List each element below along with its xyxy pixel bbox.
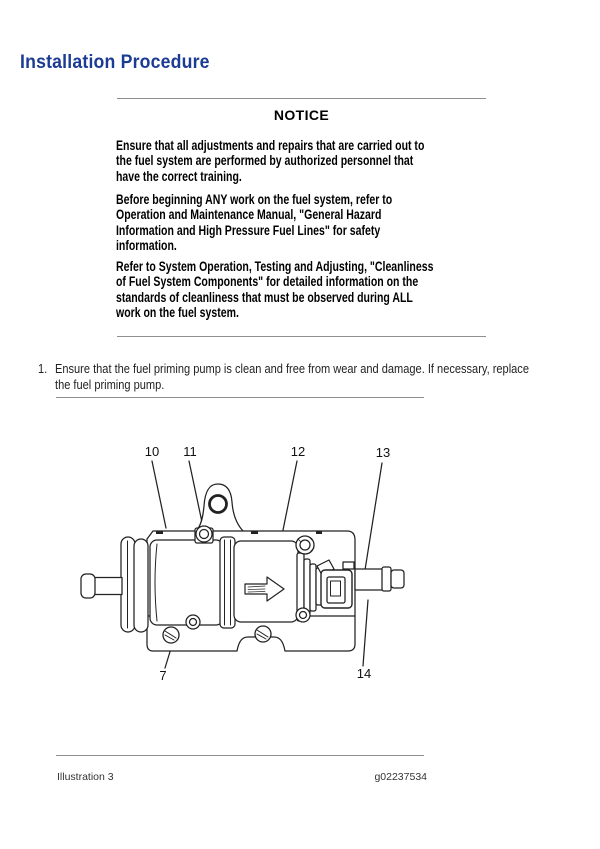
figure-top-divider <box>56 397 424 398</box>
callout-14: 14 <box>357 666 371 681</box>
housing-edge-marks <box>156 531 322 534</box>
callout-10: 10 <box>145 444 159 459</box>
inlet-pipe <box>80 573 123 599</box>
center-band <box>219 536 236 629</box>
step-number: 1. <box>38 361 48 376</box>
pump-body-left <box>149 539 224 626</box>
notice-paragraph-2: Before beginning ANY work on the fuel sy… <box>116 192 393 254</box>
notice-heading: NOTICE <box>273 107 330 123</box>
pump-body-right <box>233 540 299 623</box>
top-bolt-left <box>194 525 214 544</box>
callout-12: 12 <box>291 444 305 459</box>
base-hole-right <box>254 625 272 643</box>
notice-top-divider <box>117 98 486 99</box>
figure-bottom-divider <box>56 755 424 756</box>
callout-7: 7 <box>159 668 166 683</box>
outlet-pipe <box>354 566 405 592</box>
base-hole-left <box>162 626 180 644</box>
callout-13: 13 <box>376 445 390 460</box>
notice-paragraph-1: Ensure that all adjustments and repairs … <box>116 138 425 184</box>
mounting-tab <box>194 483 245 533</box>
top-bolt-right <box>295 535 315 555</box>
electrical-connector <box>316 559 355 609</box>
bottom-bolt-left <box>185 614 201 630</box>
callout-11: 11 <box>183 444 197 459</box>
figure-caption: Illustration 3 <box>57 771 114 783</box>
figure-reference-number: g02237534 <box>374 771 427 783</box>
page-title: Installation Procedure <box>20 52 210 73</box>
notice-bottom-divider <box>117 336 486 337</box>
end-rings <box>296 552 323 622</box>
bottom-bolt-right <box>295 607 311 623</box>
left-flange <box>120 536 149 633</box>
notice-paragraph-3: Refer to System Operation, Testing and A… <box>116 259 434 321</box>
flow-arrow-icon <box>244 576 285 602</box>
step-text: Ensure that the fuel priming pump is cle… <box>55 361 529 393</box>
fuel-priming-pump-illustration: 10 11 12 13 7 14 <box>80 444 405 683</box>
